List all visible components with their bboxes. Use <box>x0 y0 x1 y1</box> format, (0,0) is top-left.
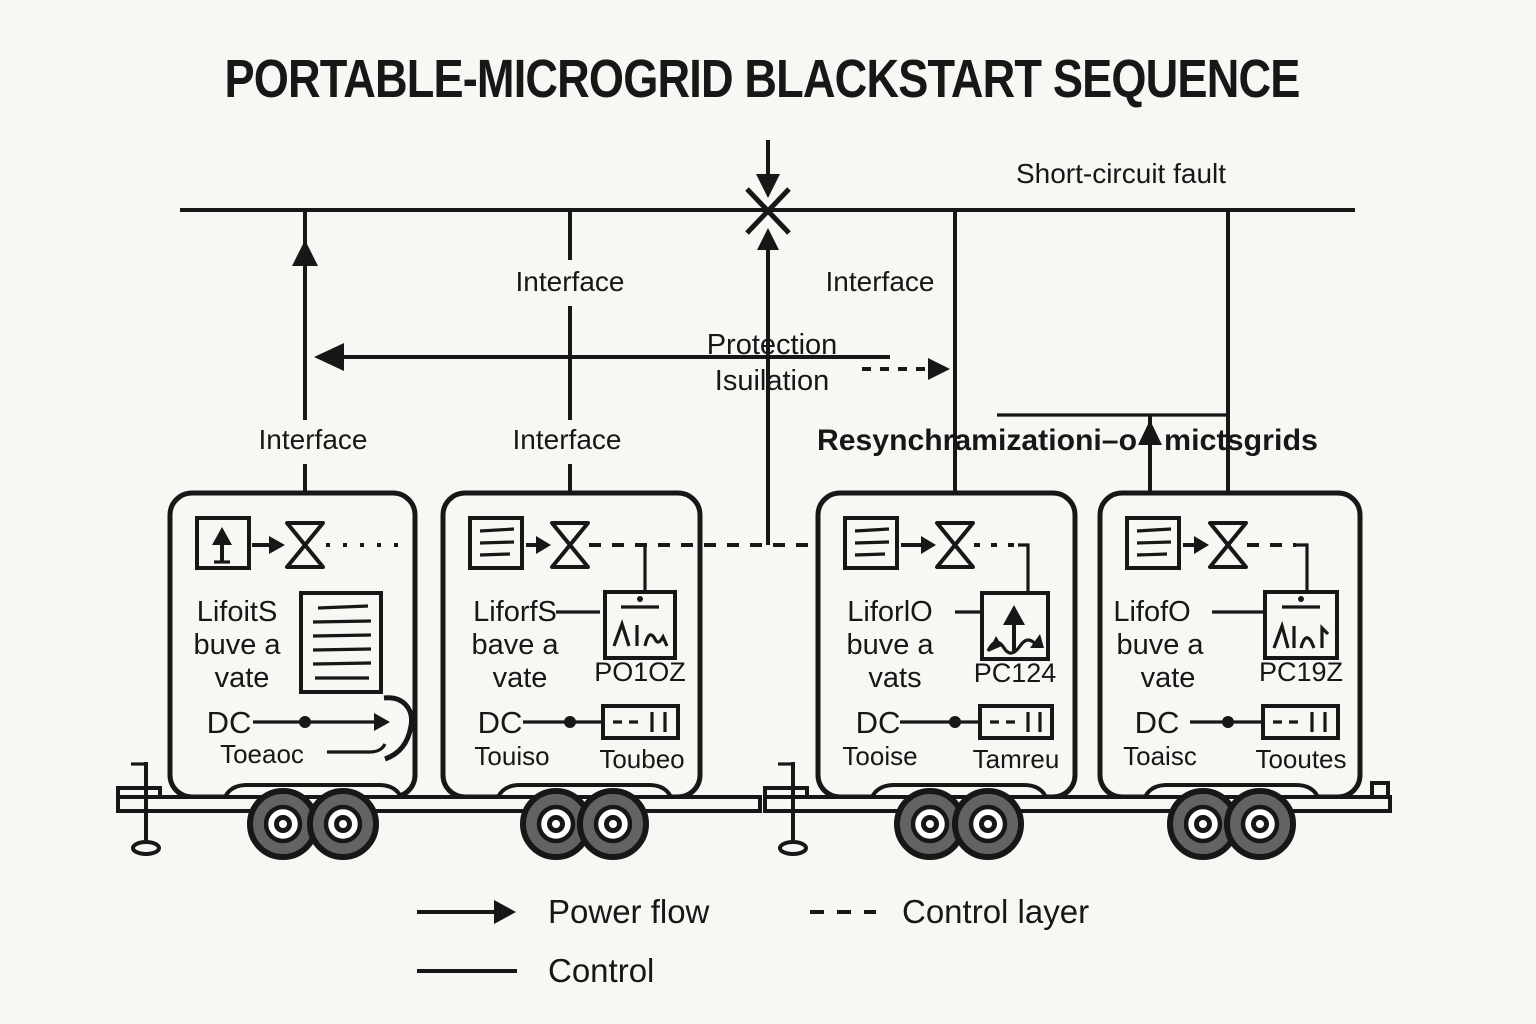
dc-sub-label: Tooise <box>842 741 917 771</box>
unit-name-line3: vate <box>493 662 548 694</box>
source-box <box>468 516 524 570</box>
interface-label: Interface <box>259 424 368 455</box>
interface-label: Interface <box>826 266 935 297</box>
junction-dot <box>949 716 961 728</box>
wheel-icon <box>894 788 966 860</box>
page-title: PORTABLE-MICROGRID BLACKSTART SEQUENCE <box>225 49 1300 109</box>
battery-stack-icon <box>299 591 383 694</box>
fault-label: Short-circuit fault <box>1016 158 1226 189</box>
converter-box <box>1263 590 1339 660</box>
up-arrow-icon <box>292 240 318 266</box>
trailer-4: PC19Z LifofO buve a vate DC Toaisc Toout… <box>1097 490 1363 800</box>
unit-name-line2: buve a <box>846 629 934 661</box>
resync-label-left: Resynchramizationi–o <box>817 424 1137 457</box>
title-block: PORTABLE-MICROGRID BLACKSTART SEQUENCE <box>225 49 1301 109</box>
legend-control-layer-label: Control layer <box>902 893 1089 930</box>
junction-dot <box>1222 716 1234 728</box>
dc-label: DC <box>856 705 901 740</box>
right-arrowhead-icon <box>928 358 950 380</box>
junction-dot <box>299 716 311 728</box>
source-box <box>1125 516 1181 570</box>
storage-box <box>978 704 1054 740</box>
storage-label: Toubeo <box>599 744 684 774</box>
power-arrowhead-icon <box>536 536 551 554</box>
protection-annotation: Protection Isuilation <box>314 329 950 397</box>
legend-control-label: Control <box>548 952 654 989</box>
junction-dot <box>564 716 576 728</box>
dc-label: DC <box>207 705 252 740</box>
converter-label: PO1OZ <box>594 657 686 687</box>
left-arrowhead-icon <box>314 343 344 371</box>
source-box <box>843 516 899 570</box>
ground-symbol-icon <box>131 840 161 856</box>
dc-sub-label: Toeaoc <box>220 739 304 769</box>
dc-sub-label: Touiso <box>474 741 549 771</box>
unit-name-line2: buve a <box>193 629 281 661</box>
interface-label: Interface <box>513 424 622 455</box>
converter-label: PC124 <box>974 658 1057 688</box>
wheel-icon <box>577 788 649 860</box>
converter-label: PC19Z <box>1259 657 1343 687</box>
hook-converter-icon <box>327 695 415 762</box>
wheel-icon <box>307 788 379 860</box>
unit-name-line3: vats <box>868 662 921 694</box>
legend-power-flow-label: Power flow <box>548 893 710 930</box>
storage-box <box>1261 704 1340 740</box>
interface-label: Interface <box>516 266 625 297</box>
trailer-3: PC124 LiforlO buve a vats DC Tooise Tamr… <box>815 490 1078 800</box>
short-circuit-fault-icon <box>745 140 791 545</box>
unit-name-line2: buve a <box>1116 629 1204 661</box>
converter-box <box>980 591 1050 661</box>
fender <box>221 783 405 799</box>
storage-label: Tooutes <box>1255 744 1346 774</box>
breaker-valve-icon <box>285 521 325 569</box>
power-arrowhead-icon <box>921 536 936 554</box>
wheel-icon <box>1224 788 1296 860</box>
bus-group: Short-circuit fault <box>180 140 1355 545</box>
wheels <box>247 788 1296 860</box>
chassis <box>116 762 1392 860</box>
ground-symbol-icon <box>778 840 808 856</box>
power-arrowhead-icon <box>269 536 285 554</box>
protection-label-line2: Isuilation <box>715 365 829 397</box>
breaker-valve-icon <box>935 521 975 569</box>
right-arrowhead-icon <box>494 900 516 924</box>
unit-name-line1: LiforfS <box>473 596 557 628</box>
storage-box <box>601 704 680 740</box>
trailer-1: LifoitS buve a vate DC Toeaoc <box>167 490 418 800</box>
wheel-icon <box>247 788 319 860</box>
up-arrow-icon <box>212 527 232 564</box>
fender <box>868 783 1050 799</box>
storage-label: Tamreu <box>973 744 1060 774</box>
power-arrowhead-icon <box>1194 536 1209 554</box>
resync-annotation: Resynchramizationi–o mictsgrids <box>817 424 1318 457</box>
legend: Power flow Control layer Control <box>417 893 1089 989</box>
resync-label-right: mictsgrids <box>1164 424 1318 457</box>
dc-sub-label: Toaisc <box>1123 741 1197 771</box>
converter-box <box>603 590 677 660</box>
dc-label: DC <box>478 705 523 740</box>
unit-name-line3: vate <box>215 662 270 694</box>
unit-name-line1: LifoitS <box>197 596 278 628</box>
unit-name-line3: vate <box>1141 662 1196 694</box>
breaker-valve-icon <box>1208 521 1248 569</box>
unit-name-line1: LiforlO <box>847 596 932 628</box>
fender <box>494 783 675 799</box>
up-arrow-icon <box>1138 420 1162 445</box>
breaker-valve-icon <box>550 521 590 569</box>
unit-name-line2: bave a <box>471 629 559 661</box>
unit-name-line1: LifofO <box>1113 596 1190 628</box>
fender <box>1141 783 1322 799</box>
dc-label: DC <box>1135 705 1180 740</box>
protection-label-line1: Protection <box>707 329 838 361</box>
power-arrowhead-icon <box>374 713 390 731</box>
wheel-icon <box>952 788 1024 860</box>
trailer-2: PO1OZ LiforfS bave a vate DC Touiso Toub… <box>440 490 845 800</box>
